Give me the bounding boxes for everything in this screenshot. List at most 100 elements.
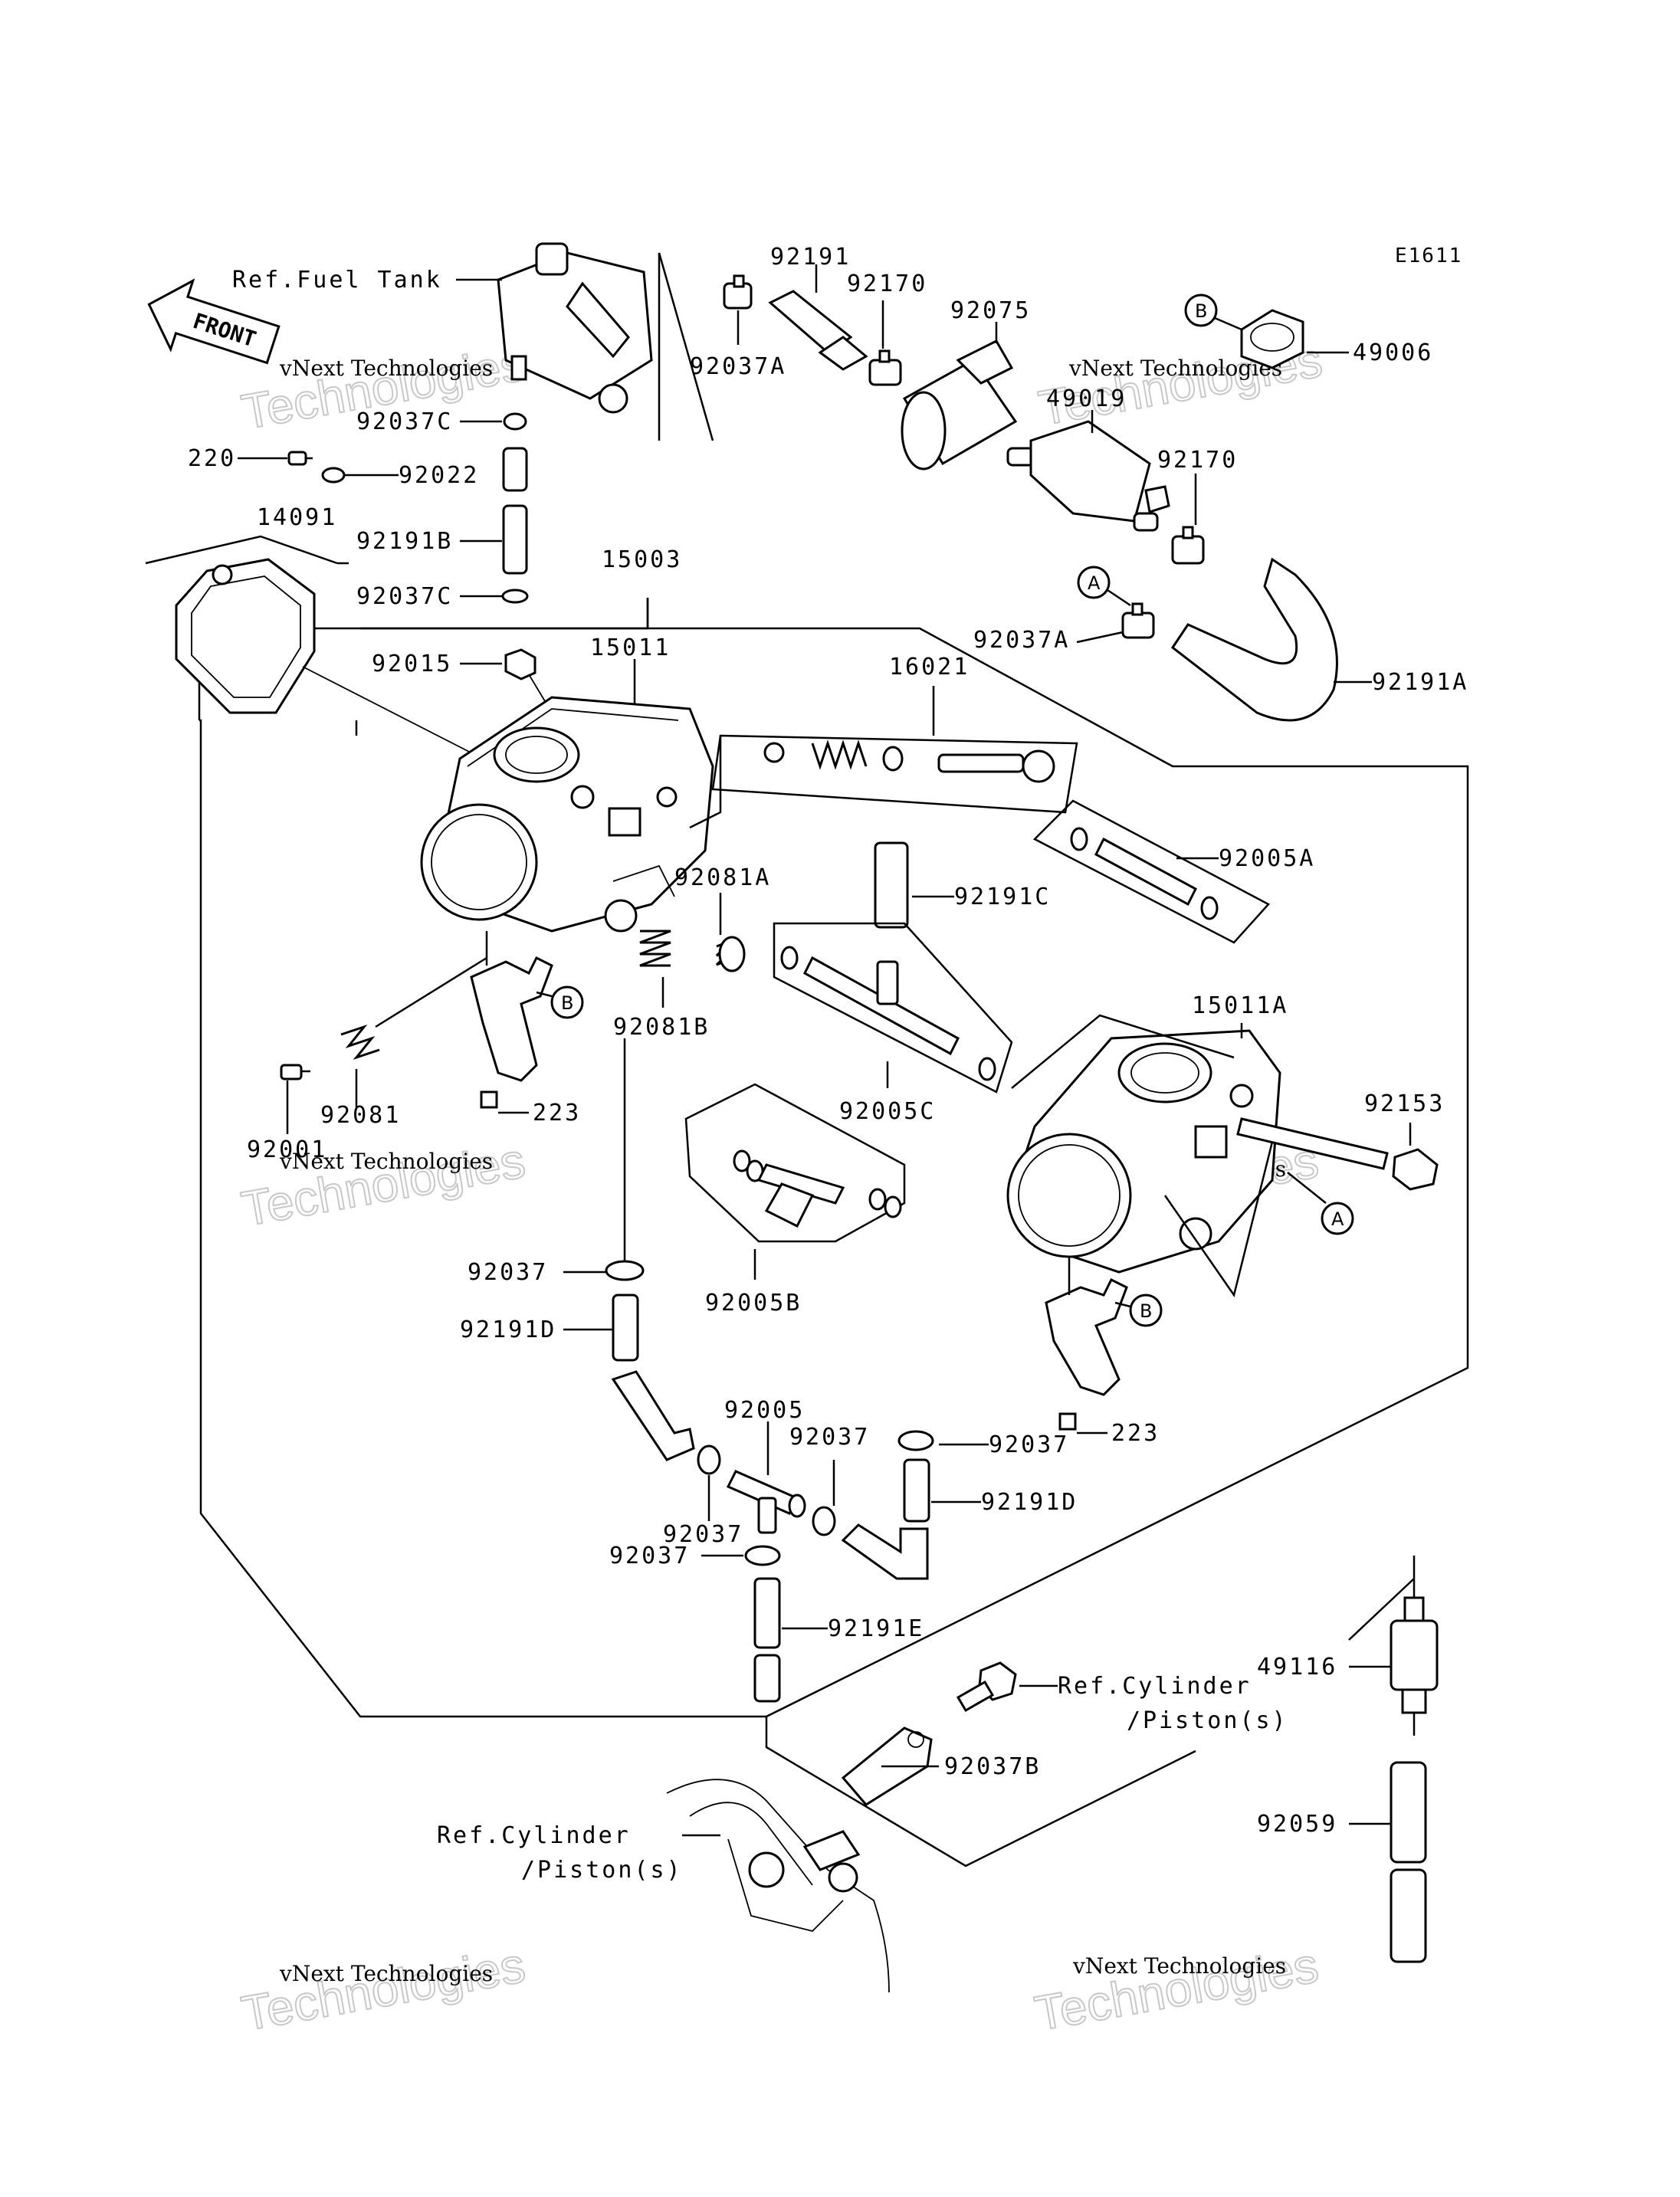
label-92170-b: 92170: [1157, 447, 1238, 474]
filter-92075: [901, 339, 1018, 471]
marker-b-2: [1184, 293, 1218, 327]
label-49006: 49006: [1353, 339, 1433, 366]
screw-92001: [280, 1064, 310, 1080]
label-92005: 92005: [724, 1397, 805, 1424]
label-92022: 92022: [399, 462, 479, 489]
clip-92037-4: [897, 1430, 934, 1451]
bolt-92037b: [841, 1661, 1017, 1806]
label-223-a: 223: [533, 1100, 581, 1126]
ref-cylinder-1-label: Ref.Cylinder: [1058, 1673, 1252, 1700]
diagram-code: E1611: [1395, 244, 1462, 267]
washer-92022: [321, 467, 346, 484]
clip-92037-2: [697, 1444, 721, 1475]
label-92005b: 92005B: [705, 1290, 802, 1317]
label-92191c: 92191C: [954, 884, 1051, 910]
label-92037-2: 92037: [663, 1521, 743, 1548]
label-92081a: 92081A: [674, 864, 771, 891]
bracket-left: [470, 956, 553, 1109]
label-15003: 15003: [602, 546, 682, 573]
label-92037-1: 92037: [468, 1259, 548, 1286]
label-14091: 14091: [257, 504, 337, 531]
nut-92015: [504, 648, 536, 680]
hose-92191b: [502, 447, 528, 575]
label-223-b: 223: [1111, 1420, 1160, 1447]
clip-92170-a: [868, 349, 902, 386]
clip-92037c-top: [503, 412, 527, 431]
label-49019: 49019: [1046, 385, 1127, 412]
label-92037-5: 92037: [609, 1543, 690, 1569]
clip-92037-5: [744, 1545, 781, 1566]
assembly-outline: [198, 598, 1469, 1867]
ref-cylinder-2-label: Ref.Cylinder: [437, 1822, 631, 1849]
spring-92081b: [639, 930, 671, 967]
label-92037-3: 92037: [789, 1424, 870, 1451]
label-92081b: 92081B: [613, 1014, 710, 1041]
clip-92037a-mid: [1121, 602, 1155, 639]
marker-b-1: [550, 985, 584, 1019]
pilot-screw-kit-16021: [689, 686, 1078, 829]
label-92015: 92015: [372, 651, 452, 677]
ref-cylinder-1b-label: /Piston(s): [1127, 1707, 1288, 1734]
screw-220: [287, 451, 313, 466]
label-92005c: 92005C: [839, 1098, 936, 1125]
hose-92191e: [753, 1577, 781, 1703]
label-92075: 92075: [950, 297, 1031, 324]
watermark-bottom-right: Technologies vNext Technologies: [1030, 1936, 1323, 2042]
tfitting-92005: [726, 1470, 806, 1534]
hose-92191-a: [768, 290, 853, 354]
svg-text:vNext Technologies: vNext Technologies: [279, 1149, 493, 1174]
front-arrow-icon: FRONT: [147, 278, 281, 365]
label-92037-4: 92037: [989, 1431, 1069, 1458]
cylinder-fragment: [666, 1779, 890, 1993]
fuel-petcock: [497, 242, 714, 441]
valve-49116: [1390, 1556, 1439, 1736]
label-92037a-mid: 92037A: [973, 627, 1070, 654]
marker-a-2-label: A: [1331, 1208, 1344, 1230]
watermark-bottom-left: Technologies vNext Technologies: [237, 1936, 530, 2042]
label-92037c-bottom: 92037C: [356, 583, 453, 610]
fuel-filter-49019: [1006, 420, 1170, 532]
label-92191b: 92191B: [356, 528, 453, 555]
label-16021: 16021: [889, 654, 970, 680]
clip-92037a-top: [723, 274, 753, 310]
cap-49006: [1240, 309, 1304, 369]
marker-a-2: [1321, 1202, 1354, 1235]
bracket-right: [1045, 1277, 1128, 1431]
marker-b-2-label: B: [1195, 300, 1207, 322]
label-92001: 92001: [247, 1136, 327, 1163]
hose-92191d-1: [611, 1294, 695, 1461]
label-220: 220: [188, 445, 236, 472]
ref-fuel-tank-label: Ref.Fuel Tank: [232, 267, 442, 293]
label-15011a: 15011A: [1192, 992, 1288, 1019]
hose-92059: [1390, 1761, 1427, 1963]
label-92191a: 92191A: [1372, 669, 1468, 696]
label-15011: 15011: [590, 635, 671, 661]
label-92037b: 92037B: [944, 1753, 1041, 1780]
marker-b-1-label: B: [561, 992, 573, 1014]
marker-a-1: [1077, 566, 1111, 599]
label-92081: 92081: [320, 1102, 401, 1129]
clip-92037-1: [605, 1260, 645, 1281]
label-92191d-2: 92191D: [981, 1489, 1078, 1516]
clip-92037-3: [812, 1506, 836, 1536]
label-92170-a: 92170: [847, 271, 927, 297]
label-92191: 92191: [770, 244, 851, 271]
carburetor-right: [1006, 1029, 1281, 1274]
label-92191e: 92191E: [828, 1615, 924, 1642]
svg-text:vNext Technologies: vNext Technologies: [279, 356, 493, 381]
clip-92170-b: [1171, 526, 1205, 565]
label-92037c-top: 92037C: [356, 408, 453, 435]
ypipe-92005b: [684, 1083, 906, 1243]
hose-92191a: [1170, 557, 1338, 722]
tpipe-92005c: [773, 922, 1013, 1094]
clip-92037c-bottom: [501, 589, 529, 604]
marker-b-3-label: B: [1140, 1300, 1152, 1322]
carburetor-left: [420, 696, 714, 933]
marker-b-3: [1129, 1294, 1163, 1327]
hose-92191-b: [818, 336, 868, 371]
svg-text:vNext Technologies: vNext Technologies: [279, 1961, 493, 1986]
hose-92191d-2: [841, 1458, 930, 1580]
svg-text:vNext Technologies: vNext Technologies: [1072, 1953, 1286, 1979]
label-92059: 92059: [1257, 1811, 1337, 1838]
